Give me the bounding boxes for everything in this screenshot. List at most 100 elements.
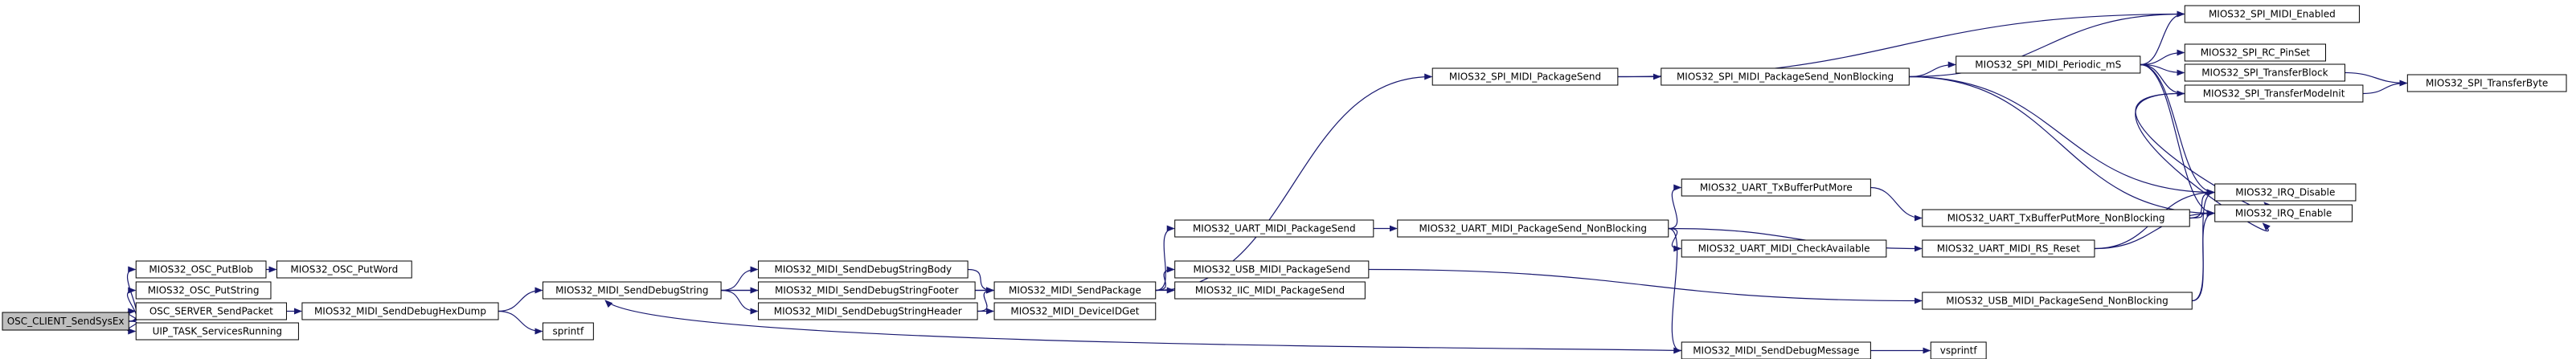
edge-mios32_usb_midi_packagesend-to-mios32_usb_midi_packagesend_nonblocking bbox=[1368, 268, 1923, 304]
node-label: MIOS32_MIDI_SendDebugStringFooter bbox=[775, 285, 959, 296]
node-box[interactable] bbox=[1174, 219, 1374, 238]
node-mios32-spi-midi-packagesend[interactable]: MIOS32_SPI_MIDI_PackageSend bbox=[1431, 67, 1619, 86]
node-uip-task-servicesrunning[interactable]: UIP_TASK_ServicesRunning bbox=[135, 322, 299, 341]
node-label: MIOS32_SPI_MIDI_PackageSend bbox=[1449, 71, 1601, 83]
node-box[interactable] bbox=[1681, 178, 1871, 197]
node-box[interactable] bbox=[1956, 55, 2141, 74]
node-label: MIOS32_MIDI_SendDebugString bbox=[555, 285, 708, 296]
node-box[interactable] bbox=[1922, 209, 2190, 227]
edge-osc_client_sendsysex-to-mios32_osc_putstring bbox=[126, 287, 137, 322]
node-mios32-spi-transferblock[interactable]: MIOS32_SPI_TransferBlock bbox=[2184, 63, 2345, 82]
node-box[interactable] bbox=[758, 302, 978, 320]
node-mios32-uart-txbufferputmore[interactable]: MIOS32_UART_TxBufferPutMore bbox=[1681, 178, 1871, 197]
node-label: MIOS32_UART_TxBufferPutMore_NonBlocking bbox=[1947, 213, 2165, 224]
node-label: MIOS32_SPI_MIDI_PackageSend_NonBlocking bbox=[1677, 71, 1894, 83]
node-mios32-uart-midi-rs-reset[interactable]: MIOS32_UART_MIDI_RS_Reset bbox=[1922, 239, 2095, 258]
edge-mios32_uart_midi_rs_reset-to-mios32_irq_enable bbox=[2094, 210, 2215, 250]
node-osc-server-sendpacket[interactable]: OSC_SERVER_SendPacket bbox=[135, 302, 287, 320]
node-osc-client-sendsysex[interactable]: OSC_CLIENT_SendSysEx bbox=[2, 312, 129, 331]
node-box[interactable] bbox=[1922, 292, 2193, 310]
node-box[interactable] bbox=[135, 302, 287, 320]
node-box[interactable] bbox=[2184, 84, 2364, 103]
node-box[interactable] bbox=[993, 302, 1157, 320]
node-mios32-midi-deviceidget[interactable]: MIOS32_MIDI_DeviceIDGet bbox=[993, 302, 1157, 320]
node-mios32-osc-putblob[interactable]: MIOS32_OSC_PutBlob bbox=[135, 260, 267, 279]
node-box[interactable] bbox=[1174, 281, 1366, 300]
edge-mios32_spi_midi_packagesend_nonblocking-to-mios32_spi_midi_enabled bbox=[1909, 10, 2185, 78]
node-box[interactable] bbox=[2214, 204, 2353, 222]
node-label: MIOS32_OSC_PutString bbox=[148, 285, 260, 296]
edge-osc_client_sendsysex-to-uip_task_servicesrunning bbox=[127, 320, 137, 335]
node-mios32-midi-senddebugmessage[interactable]: MIOS32_MIDI_SendDebugMessage bbox=[1681, 341, 1871, 359]
node-label: MIOS32_OSC_PutBlob bbox=[149, 264, 253, 275]
edge-osc_client_sendsysex-to-osc_server_sendpacket bbox=[127, 308, 137, 322]
node-mios32-spi-midi-periodic-ms[interactable]: MIOS32_SPI_MIDI_Periodic_mS bbox=[1956, 55, 2141, 74]
node-mios32-midi-senddebughexdump[interactable]: MIOS32_MIDI_SendDebugHexDump bbox=[301, 302, 499, 320]
node-mios32-uart-midi-packagesend-nonblocking[interactable]: MIOS32_UART_MIDI_PackageSend_NonBlocking bbox=[1397, 219, 1669, 238]
node-mios32-midi-senddebugstring[interactable]: MIOS32_MIDI_SendDebugString bbox=[542, 281, 722, 300]
node-box[interactable] bbox=[276, 260, 412, 279]
node-box[interactable] bbox=[993, 281, 1157, 300]
node-box[interactable] bbox=[758, 260, 969, 279]
node-mios32-usb-midi-packagesend[interactable]: MIOS32_USB_MIDI_PackageSend bbox=[1174, 260, 1370, 279]
edge-mios32_spi_midi_packagesend_nonblocking-to-mios32_irq_enable bbox=[1909, 75, 2215, 217]
node-box[interactable] bbox=[1174, 260, 1370, 279]
node-mios32-uart-midi-checkavailable[interactable]: MIOS32_UART_MIDI_CheckAvailable bbox=[1681, 239, 1887, 258]
node-mios32-midi-sendpackage[interactable]: MIOS32_MIDI_SendPackage bbox=[993, 281, 1157, 300]
node-mios32-irq-disable[interactable]: MIOS32_IRQ_Disable bbox=[2214, 183, 2357, 202]
node-label: MIOS32_OSC_PutWord bbox=[290, 264, 398, 275]
node-box[interactable] bbox=[135, 260, 267, 279]
node-box[interactable] bbox=[758, 281, 976, 300]
node-label: MIOS32_USB_MIDI_PackageSend bbox=[1194, 264, 1351, 275]
node-box[interactable] bbox=[2184, 63, 2345, 82]
node-box[interactable] bbox=[301, 302, 499, 320]
node-box[interactable] bbox=[1431, 67, 1619, 86]
node-box[interactable] bbox=[1397, 219, 1669, 238]
node-mios32-spi-transferbyte[interactable]: MIOS32_SPI_TransferByte bbox=[2406, 74, 2567, 92]
node-label: MIOS32_SPI_TransferByte bbox=[2426, 78, 2548, 89]
node-label: MIOS32_USB_MIDI_PackageSend_NonBlocking bbox=[1946, 296, 2168, 307]
node-box[interactable] bbox=[2184, 43, 2326, 62]
edge-mios32_spi_midi_periodic_ms-to-mios32_spi_rc_pinset bbox=[2140, 49, 2185, 66]
node-mios32-midi-senddebugstringfooter[interactable]: MIOS32_MIDI_SendDebugStringFooter bbox=[758, 281, 976, 300]
node-box[interactable] bbox=[1681, 239, 1887, 258]
node-mios32-spi-rc-pinset[interactable]: MIOS32_SPI_RC_PinSet bbox=[2184, 43, 2326, 62]
edge-mios32_spi_midi_packagesend_nonblocking-to-mios32_irq_disable bbox=[1909, 75, 2215, 196]
node-vsprintf[interactable]: vsprintf bbox=[1930, 341, 1987, 359]
node-mios32-midi-senddebugstringheader[interactable]: MIOS32_MIDI_SendDebugStringHeader bbox=[758, 302, 978, 320]
node-mios32-usb-midi-packagesend-nonblocking[interactable]: MIOS32_USB_MIDI_PackageSend_NonBlocking bbox=[1922, 292, 2193, 310]
node-mios32-osc-putstring[interactable]: MIOS32_OSC_PutString bbox=[135, 281, 272, 300]
node-mios32-spi-transfermodeinit[interactable]: MIOS32_SPI_TransferModeInit bbox=[2184, 84, 2364, 103]
node-box[interactable] bbox=[2, 312, 129, 331]
node-label: MIOS32_MIDI_SendDebugHexDump bbox=[314, 306, 486, 317]
node-mios32-uart-midi-packagesend[interactable]: MIOS32_UART_MIDI_PackageSend bbox=[1174, 219, 1374, 238]
node-box[interactable] bbox=[1681, 341, 1871, 359]
edge-mios32_spi_midi_periodic_ms-to-mios32_irq_disable bbox=[2140, 63, 2215, 196]
node-box[interactable] bbox=[2214, 183, 2357, 202]
node-box[interactable] bbox=[542, 322, 594, 341]
node-mios32-osc-putword[interactable]: MIOS32_OSC_PutWord bbox=[276, 260, 412, 279]
node-mios32-spi-midi-packagesend-nonblocking[interactable]: MIOS32_SPI_MIDI_PackageSend_NonBlocking bbox=[1661, 67, 1910, 86]
node-label: OSC_SERVER_SendPacket bbox=[149, 306, 273, 317]
node-box[interactable] bbox=[2184, 5, 2360, 23]
node-label: OSC_CLIENT_SendSysEx bbox=[7, 316, 125, 327]
node-mios32-midi-senddebugstringbody[interactable]: MIOS32_MIDI_SendDebugStringBody bbox=[758, 260, 969, 279]
edge-mios32_midi_sendpackage-to-mios32_uart_midi_packagesend bbox=[1155, 225, 1175, 292]
node-box[interactable] bbox=[2406, 74, 2567, 92]
node-mios32-uart-txbufferputmore-nonblocking[interactable]: MIOS32_UART_TxBufferPutMore_NonBlocking bbox=[1922, 209, 2190, 227]
node-box[interactable] bbox=[1661, 67, 1910, 86]
node-box[interactable] bbox=[135, 322, 299, 341]
node-box[interactable] bbox=[135, 281, 272, 300]
node-label: sprintf bbox=[553, 326, 584, 337]
node-sprintf[interactable]: sprintf bbox=[542, 322, 594, 341]
node-mios32-irq-enable[interactable]: MIOS32_IRQ_Enable bbox=[2214, 204, 2353, 222]
node-box[interactable] bbox=[1922, 239, 2095, 258]
node-mios32-iic-midi-packagesend[interactable]: MIOS32_IIC_MIDI_PackageSend bbox=[1174, 281, 1366, 300]
node-box[interactable] bbox=[1930, 341, 1987, 359]
edge-osc_client_sendsysex-to-mios32_osc_putblob bbox=[126, 266, 137, 322]
edge-mios32_midi_senddebugstring-to-mios32_midi_senddebugstringheader bbox=[721, 289, 759, 315]
node-mios32-spi-midi-enabled[interactable]: MIOS32_SPI_MIDI_Enabled bbox=[2184, 5, 2360, 23]
node-label: MIOS32_IIC_MIDI_PackageSend bbox=[1195, 285, 1345, 296]
node-label: MIOS32_SPI_RC_PinSet bbox=[2201, 47, 2311, 59]
node-box[interactable] bbox=[542, 281, 722, 300]
